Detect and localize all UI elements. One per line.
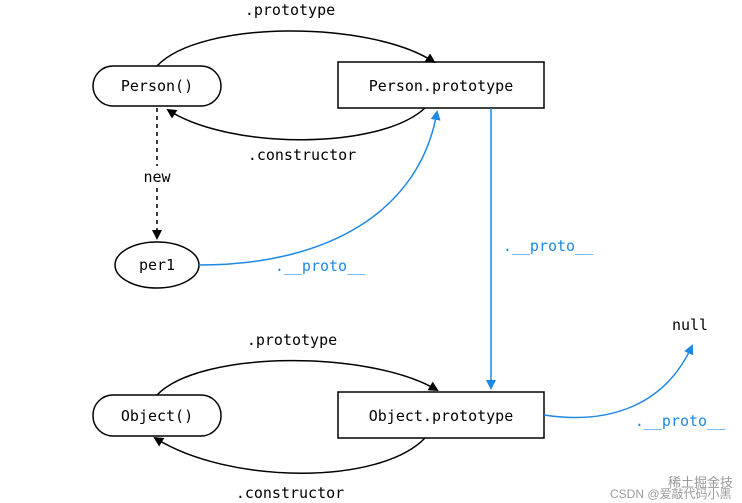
proto-person-proto-label: .__proto__	[503, 237, 594, 255]
person-constructor-arrow	[166, 107, 426, 141]
object-proto-to-null-arrow	[543, 344, 694, 419]
per1-label: per1	[139, 256, 175, 274]
object-prototype-arrow	[156, 359, 439, 396]
person-prototype-label: Person.prototype	[369, 77, 514, 95]
person-prototype-node	[337, 61, 545, 109]
watermark-line1: 稀土掘金技	[668, 475, 734, 490]
new-label-bg	[137, 166, 177, 188]
new-label: new	[143, 168, 171, 186]
watermark-line2: CSDN @爱敲代码小黑	[610, 487, 732, 501]
proto-per1-label: .__proto__	[275, 257, 366, 275]
constructor-top-label: .constructor	[248, 146, 356, 164]
person-prototype-arrow	[156, 30, 436, 67]
object-fn-label: Object()	[121, 407, 193, 425]
person-fn-label: Person()	[121, 77, 193, 95]
per1-proto-arrow	[198, 110, 441, 266]
object-prototype-node	[337, 391, 545, 439]
object-prototype-label: Object.prototype	[369, 407, 514, 425]
prototype-bottom-label: .prototype	[247, 331, 337, 349]
object-constructor-arrow	[153, 436, 426, 474]
prototype-top-label: .prototype	[245, 1, 335, 19]
null-label: null	[672, 316, 708, 334]
proto-object-proto-label: .__proto__	[635, 412, 726, 430]
constructor-bottom-label: .constructor	[236, 484, 344, 502]
